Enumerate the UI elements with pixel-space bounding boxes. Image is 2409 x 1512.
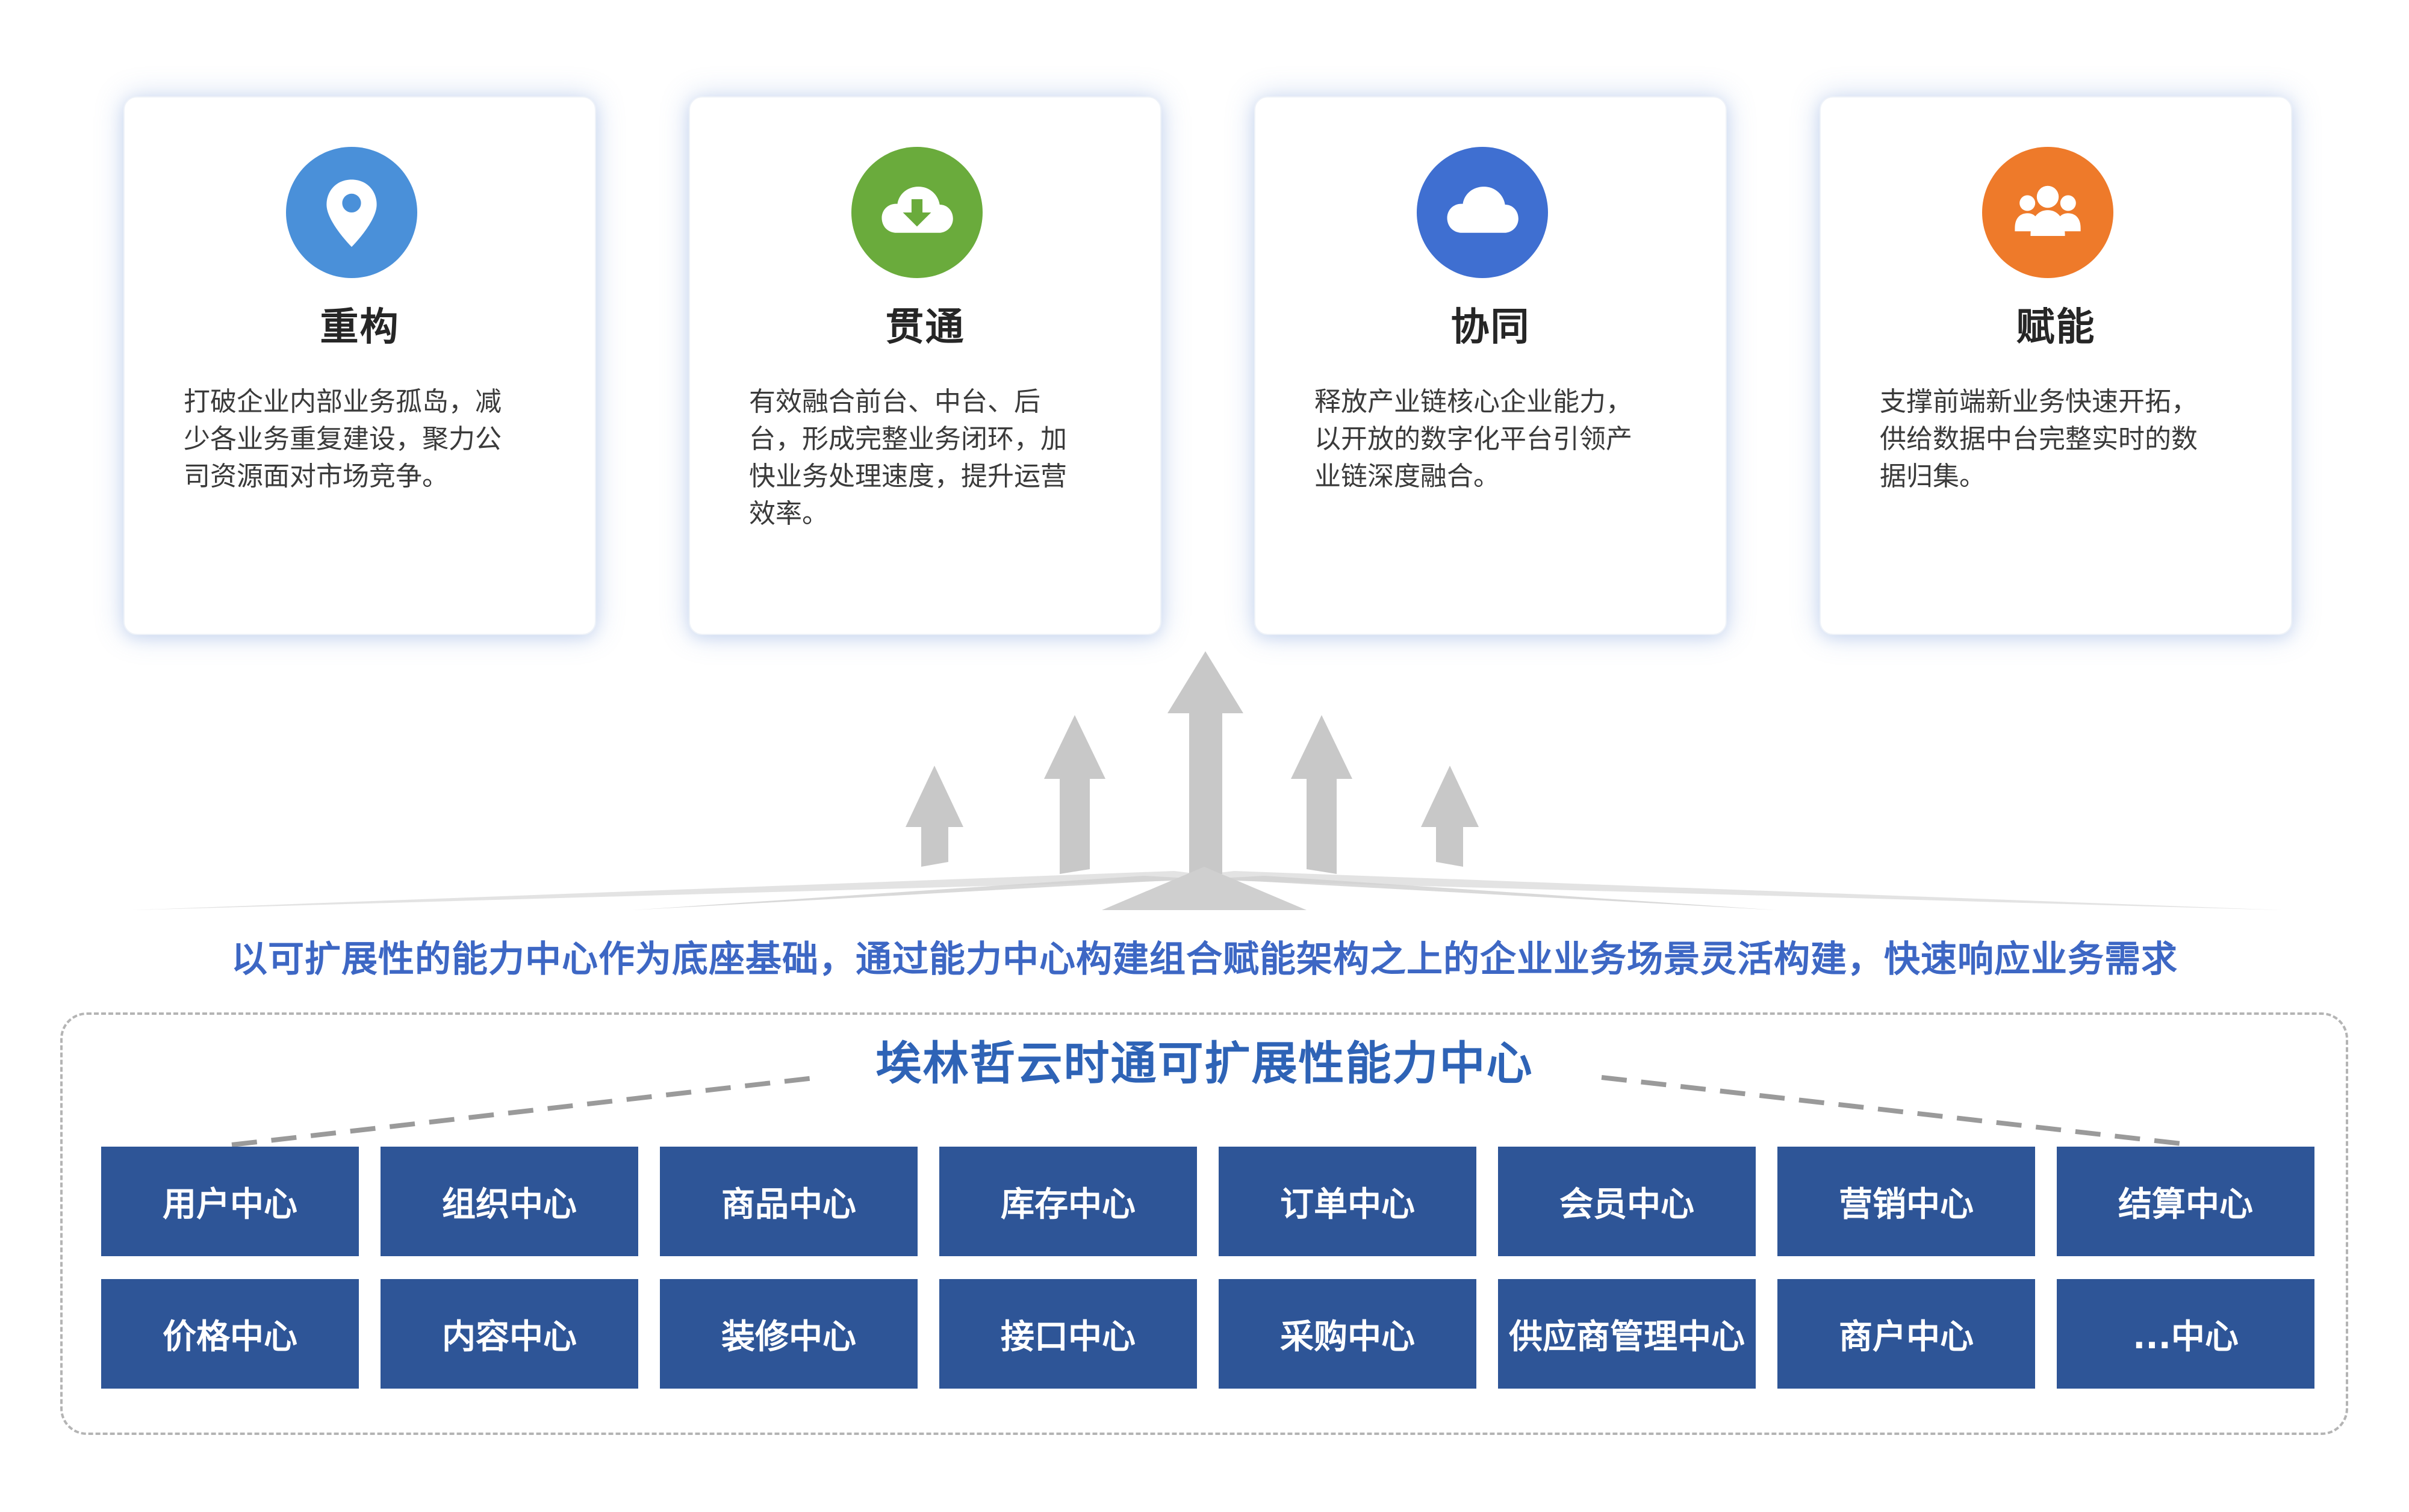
card-title: 重构 xyxy=(320,305,400,350)
arrow-base-fan-right xyxy=(1204,871,2282,910)
card-desc-line: 少各业务重复建设，聚力公 xyxy=(184,424,502,454)
card-description: 支撑前端新业务快速开拓， 供给数据中台完整实时的数 据归集。 xyxy=(1880,383,2235,495)
connector-line-right xyxy=(1601,1075,2192,1147)
connector-line-left xyxy=(231,1075,819,1147)
arrow-shape xyxy=(906,766,963,867)
arrow-shape xyxy=(1044,715,1105,874)
card-desc-line: 以开放的数字化平台引领产 xyxy=(1314,424,1632,454)
card-desc-line: 打破企业内部业务孤岛，减 xyxy=(184,386,502,417)
card-desc-line: 快业务处理速度，提升运营 xyxy=(749,461,1067,492)
arrow-shape xyxy=(1167,651,1243,874)
card-desc-line: 有效融合前台、中台、后 xyxy=(749,386,1040,417)
card-description: 有效融合前台、中台、后 台，形成完整业务闭环，加 快业务处理速度，提升运营 效率… xyxy=(749,383,1104,533)
card-desc-line: 效率。 xyxy=(749,498,828,529)
card-icon-circle xyxy=(1417,147,1548,278)
center-box-order: 订单中心 xyxy=(1219,1147,1476,1256)
center-box-merchant: 商户中心 xyxy=(1777,1279,2035,1389)
card-icon-circle xyxy=(851,147,983,278)
card-restructure: 重构 打破企业内部业务孤岛，减 少各业务重复建设，聚力公 司资源面对市场竞争。 xyxy=(123,96,596,635)
card-title: 协同 xyxy=(1450,305,1531,350)
card-description: 释放产业链核心企业能力， 以开放的数字化平台引领产 业链深度融合。 xyxy=(1314,383,1670,495)
card-description: 打破企业内部业务孤岛，减 少各业务重复建设，聚力公 司资源面对市场竞争。 xyxy=(184,383,539,495)
arrow-base-fan-inner-right xyxy=(1210,876,1776,910)
capability-center-grid: 用户中心 组织中心 商品中心 库存中心 订单中心 会员中心 营销中心 结算中心 … xyxy=(101,1147,2314,1389)
card-empower: 赋能 支撑前端新业务快速开拓， 供给数据中台完整实时的数 据归集。 xyxy=(1820,96,2292,635)
card-icon-circle xyxy=(1982,147,2113,278)
center-box-price: 价格中心 xyxy=(101,1279,359,1389)
tagline: 以可扩展性的能力中心作为底座基础，通过能力中心构建组合赋能架构之上的企业业务场景… xyxy=(231,938,2178,981)
arrow-base-center xyxy=(1102,867,1307,910)
arrow-shape xyxy=(1421,766,1479,867)
card-desc-line: 据归集。 xyxy=(1880,461,1986,492)
card-desc-line: 业链深度融合。 xyxy=(1314,461,1500,492)
center-box-marketing: 营销中心 xyxy=(1777,1147,2035,1256)
card-icon-circle xyxy=(286,147,417,278)
center-box-decoration: 装修中心 xyxy=(660,1279,918,1389)
card-desc-line: 供给数据中台完整实时的数 xyxy=(1880,424,2198,454)
center-box-more: ...中心 xyxy=(2057,1279,2314,1389)
card-desc-line: 司资源面对市场竞争。 xyxy=(184,461,449,492)
center-box-product: 商品中心 xyxy=(660,1147,918,1256)
arrow-shape xyxy=(1291,715,1352,874)
card-title: 赋能 xyxy=(2016,305,2096,350)
center-box-interface: 接口中心 xyxy=(939,1279,1197,1389)
center-box-settlement: 结算中心 xyxy=(2057,1147,2314,1256)
users-icon xyxy=(2015,185,2081,236)
card-collaborate: 协同 释放产业链核心企业能力， 以开放的数字化平台引领产 业链深度融合。 xyxy=(1254,96,1727,635)
card-connect: 贯通 有效融合前台、中台、后 台，形成完整业务闭环，加 快业务处理速度，提升运营… xyxy=(689,96,1161,635)
arrow-base-fan-left xyxy=(132,871,1204,910)
center-box-organization: 组织中心 xyxy=(381,1147,638,1256)
center-box-member: 会员中心 xyxy=(1498,1147,1756,1256)
center-box-supplier-management: 供应商管理中心 xyxy=(1498,1279,1756,1389)
cloud-icon xyxy=(1447,187,1518,233)
card-desc-line: 支撑前端新业务快速开拓， xyxy=(1880,386,2198,417)
card-title: 贯通 xyxy=(885,305,965,350)
card-desc-line: 释放产业链核心企业能力， xyxy=(1314,386,1632,417)
center-box-user: 用户中心 xyxy=(101,1147,359,1256)
center-box-inventory: 库存中心 xyxy=(939,1147,1197,1256)
arrow-base-fan-inner-left xyxy=(632,876,1198,910)
capability-title: 埃林哲云时通可扩展性能力中心 xyxy=(875,1036,1534,1090)
capability-container xyxy=(60,1012,2348,1435)
center-box-content: 内容中心 xyxy=(381,1279,638,1389)
map-pin-icon xyxy=(326,179,377,247)
cloud-download-icon xyxy=(881,187,953,233)
card-desc-line: 台，形成完整业务闭环，加 xyxy=(749,424,1067,454)
center-box-procurement: 采购中心 xyxy=(1219,1279,1476,1389)
